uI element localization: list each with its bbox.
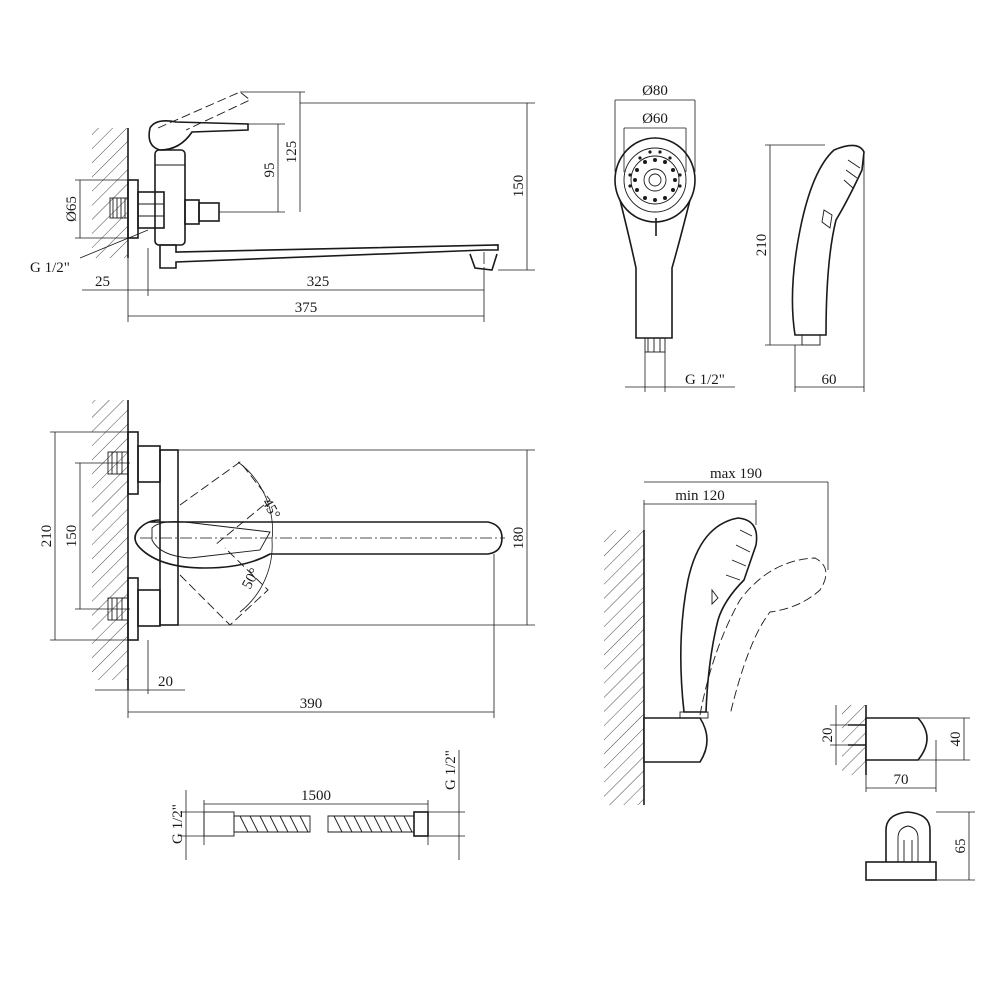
dim-total-390: 390 xyxy=(300,696,323,712)
dim-spout-325: 325 xyxy=(307,274,330,290)
dim-flange-span-210: 210 xyxy=(39,525,55,548)
wall-hatch-shower xyxy=(604,530,644,805)
label-thread-g12-a: G 1/2" xyxy=(30,260,70,276)
faucet-top-view: 45° 50° 210 150 180 20 390 xyxy=(39,400,535,718)
mixer-body xyxy=(154,149,186,246)
handle-side-profile xyxy=(791,144,865,336)
label-thread-g12-c: G 1/2" xyxy=(170,804,186,844)
dim-lever-height-95: 95 xyxy=(262,163,278,178)
lever-handle xyxy=(148,120,249,151)
head-outer-ring xyxy=(614,137,696,223)
dim-raised-height-125: 125 xyxy=(284,141,300,164)
center-nozzle xyxy=(643,168,667,192)
dim-face-diameter-60: Ø60 xyxy=(642,111,668,127)
bracket-body-side xyxy=(865,717,928,761)
dim-bracket-20: 20 xyxy=(820,728,836,743)
dim-max-190: max 190 xyxy=(710,466,762,482)
angle-50: 50° xyxy=(239,566,263,592)
hose-cone-left xyxy=(203,811,235,837)
dim-bracket-65: 65 xyxy=(953,839,969,854)
shower-head-tilted xyxy=(699,557,827,716)
bracket-front-view: 65 xyxy=(865,811,975,881)
wall-hatch-bracket xyxy=(842,705,866,775)
handle-front xyxy=(619,199,691,339)
dim-center-distance-150: 150 xyxy=(64,525,80,548)
shower-head-in-holder xyxy=(680,517,758,713)
bracket-cradle xyxy=(885,811,931,862)
dim-hose-length-1500: 1500 xyxy=(301,788,331,804)
dim-handle-depth-60: 60 xyxy=(822,372,837,388)
wall-holder xyxy=(643,717,708,763)
hose-view: 1500 G 1/2" G 1/2" xyxy=(170,750,465,860)
spout-top xyxy=(134,519,503,569)
dim-head-diameter-80: Ø80 xyxy=(642,83,668,99)
dim-body-width-180: 180 xyxy=(511,527,527,550)
bracket-base-plate xyxy=(865,861,937,881)
hose-nut-right xyxy=(413,811,429,837)
shower-holder-view: min 120 max 190 xyxy=(604,466,829,805)
wall-hatch-top xyxy=(92,400,128,680)
dim-min-120: min 120 xyxy=(675,488,725,504)
dim-total-375: 375 xyxy=(295,300,318,316)
angle-45: 45° xyxy=(259,496,283,522)
shower-head-front-view: Ø80 Ø60 G 1/2" xyxy=(614,83,735,392)
mixer-body-top xyxy=(159,449,179,626)
dim-handle-length-210: 210 xyxy=(754,234,770,257)
wall-hatch xyxy=(92,128,128,258)
bracket-side-view: 20 40 70 xyxy=(820,705,970,792)
lever-raised-outline xyxy=(157,91,251,131)
lever-swing-down xyxy=(179,547,269,626)
long-spout xyxy=(159,244,499,269)
faucet-side-view: 95 125 150 Ø65 G 1/2" 25 325 375 xyxy=(30,91,535,322)
dim-offset-25: 25 xyxy=(95,274,110,290)
label-thread-g12-b: G 1/2" xyxy=(685,372,725,388)
dim-flange-diameter-65: Ø65 xyxy=(64,196,80,222)
shower-head-side-view: 210 60 xyxy=(754,144,865,392)
label-thread-g12-d: G 1/2" xyxy=(443,750,459,790)
dim-total-height-150: 150 xyxy=(511,175,527,198)
dim-gap-20: 20 xyxy=(158,674,173,690)
dim-bracket-70: 70 xyxy=(894,772,909,788)
spray-holes xyxy=(628,150,682,202)
dim-bracket-40: 40 xyxy=(948,732,964,747)
wall-flange xyxy=(127,179,139,239)
diverter-knob xyxy=(198,202,220,222)
lever-swing-up xyxy=(179,461,271,546)
